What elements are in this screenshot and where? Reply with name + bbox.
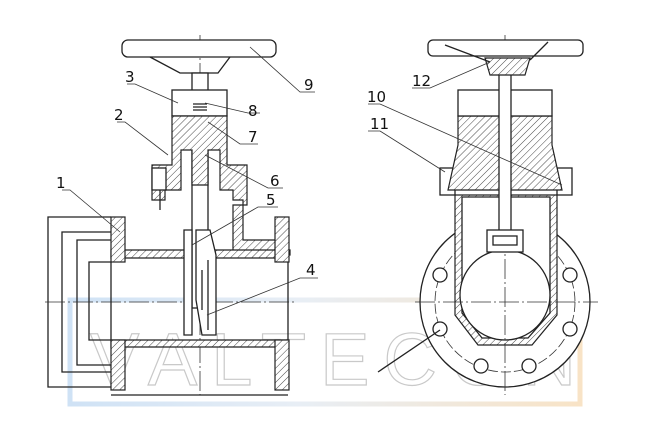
label-1: 1 xyxy=(56,174,66,192)
front-section-view xyxy=(377,35,598,395)
side-section-view xyxy=(45,35,297,396)
handwheel xyxy=(121,39,277,74)
label-5: 5 xyxy=(266,191,276,209)
label-9: 9 xyxy=(304,76,314,94)
label-7: 7 xyxy=(248,128,258,146)
label-3: 3 xyxy=(125,68,135,86)
label-11: 11 xyxy=(370,115,389,133)
label-12: 12 xyxy=(412,72,431,90)
handwheel-front xyxy=(427,39,584,76)
label-4: 4 xyxy=(306,261,316,279)
label-10: 10 xyxy=(367,88,386,106)
part-labels: 1 2 3 4 5 6 7 8 9 10 11 12 xyxy=(56,68,431,279)
label-8: 8 xyxy=(248,102,258,120)
leader-lines xyxy=(62,46,563,316)
label-6: 6 xyxy=(270,172,280,190)
label-2: 2 xyxy=(114,106,124,124)
